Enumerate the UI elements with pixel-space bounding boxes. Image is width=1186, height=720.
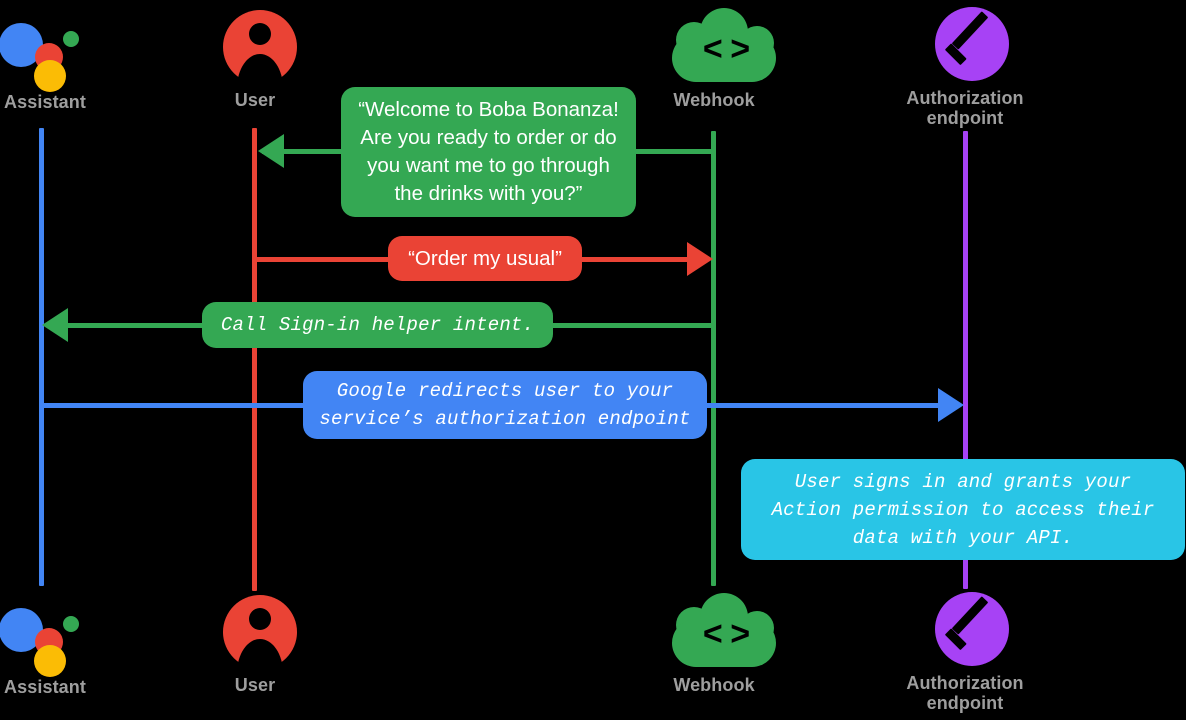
code-brackets-glyph: < > [702, 615, 750, 653]
assistant-dot-yellow [34, 645, 66, 677]
actor-webhook-top: < > Webhook [619, 8, 809, 110]
user-avatar-icon [207, 8, 303, 88]
cloud-base [672, 34, 776, 82]
cloud-base [672, 619, 776, 667]
actor-authorization-endpoint-top: Authorization endpoint [870, 6, 1060, 128]
actor-assistant-bottom: Assistant [0, 595, 140, 697]
arrow-head-order [687, 242, 713, 276]
message-text-welcome: “Welcome to Boba Bonanza! Are you ready … [358, 98, 619, 205]
note-bubble-user-signs-in: User signs in and grants your Action per… [741, 459, 1185, 560]
message-text-redirect: Google redirects user to your service’s … [319, 380, 691, 430]
google-assistant-dots-icon-bottom [0, 595, 93, 677]
message-bubble-welcome: “Welcome to Boba Bonanza! Are you ready … [341, 87, 636, 217]
user-avatar-shape [223, 10, 297, 88]
actor-webhook-bottom: < > Webhook [619, 593, 809, 695]
lifeline-authorization-endpoint [963, 131, 968, 589]
check-stroke-long [951, 596, 989, 635]
arrow-head-signin-helper [42, 308, 68, 342]
assistant-dot-green [63, 31, 79, 47]
cloud-code-icon: < > [666, 8, 776, 84]
arrow-head-welcome [258, 134, 284, 168]
assistant-dot-yellow [34, 60, 66, 92]
message-text-signin-helper: Call Sign-in helper intent. [220, 314, 535, 336]
code-brackets-glyph: < > [702, 30, 750, 68]
lifeline-user [252, 128, 257, 591]
check-circle-shape [935, 592, 1009, 666]
purple-check-circle-icon [917, 6, 1013, 82]
actor-label-authorization-endpoint: Authorization endpoint [906, 88, 1024, 129]
cloud-code-icon-bottom: < > [666, 593, 776, 669]
message-text-order: “Order my usual” [408, 246, 562, 270]
lifeline-assistant [39, 128, 44, 586]
message-bubble-signin-helper: Call Sign-in helper intent. [202, 302, 553, 348]
google-assistant-dots-icon [0, 10, 93, 92]
actor-label-assistant-bottom: Assistant [4, 677, 86, 697]
assistant-dot-green [63, 616, 79, 632]
actor-user-bottom: User [160, 593, 350, 695]
arrow-head-redirect [938, 388, 964, 422]
actor-label-webhook: Webhook [673, 90, 755, 110]
message-bubble-order: “Order my usual” [388, 236, 582, 281]
actor-label-user: User [234, 90, 276, 110]
purple-check-circle-icon-bottom [917, 591, 1013, 667]
note-text-user-signs-in: User signs in and grants your Action per… [771, 470, 1155, 549]
actor-label-authorization-endpoint-bottom: Authorization endpoint [906, 673, 1024, 714]
message-bubble-redirect: Google redirects user to your service’s … [303, 371, 707, 439]
actor-assistant-top: Assistant [0, 10, 140, 112]
cloud-shape: < > [670, 8, 782, 84]
cloud-shape: < > [670, 593, 782, 669]
check-stroke-long [951, 11, 989, 50]
user-avatar-shape [223, 595, 297, 673]
actor-label-assistant: Assistant [4, 92, 86, 112]
actor-label-webhook-bottom: Webhook [673, 675, 755, 695]
user-avatar-icon-bottom [207, 593, 303, 673]
actor-label-user-bottom: User [234, 675, 276, 695]
actor-authorization-endpoint-bottom: Authorization endpoint [870, 591, 1060, 713]
actor-user-top: User [160, 8, 350, 110]
check-circle-shape [935, 7, 1009, 81]
lifeline-webhook [711, 131, 716, 586]
